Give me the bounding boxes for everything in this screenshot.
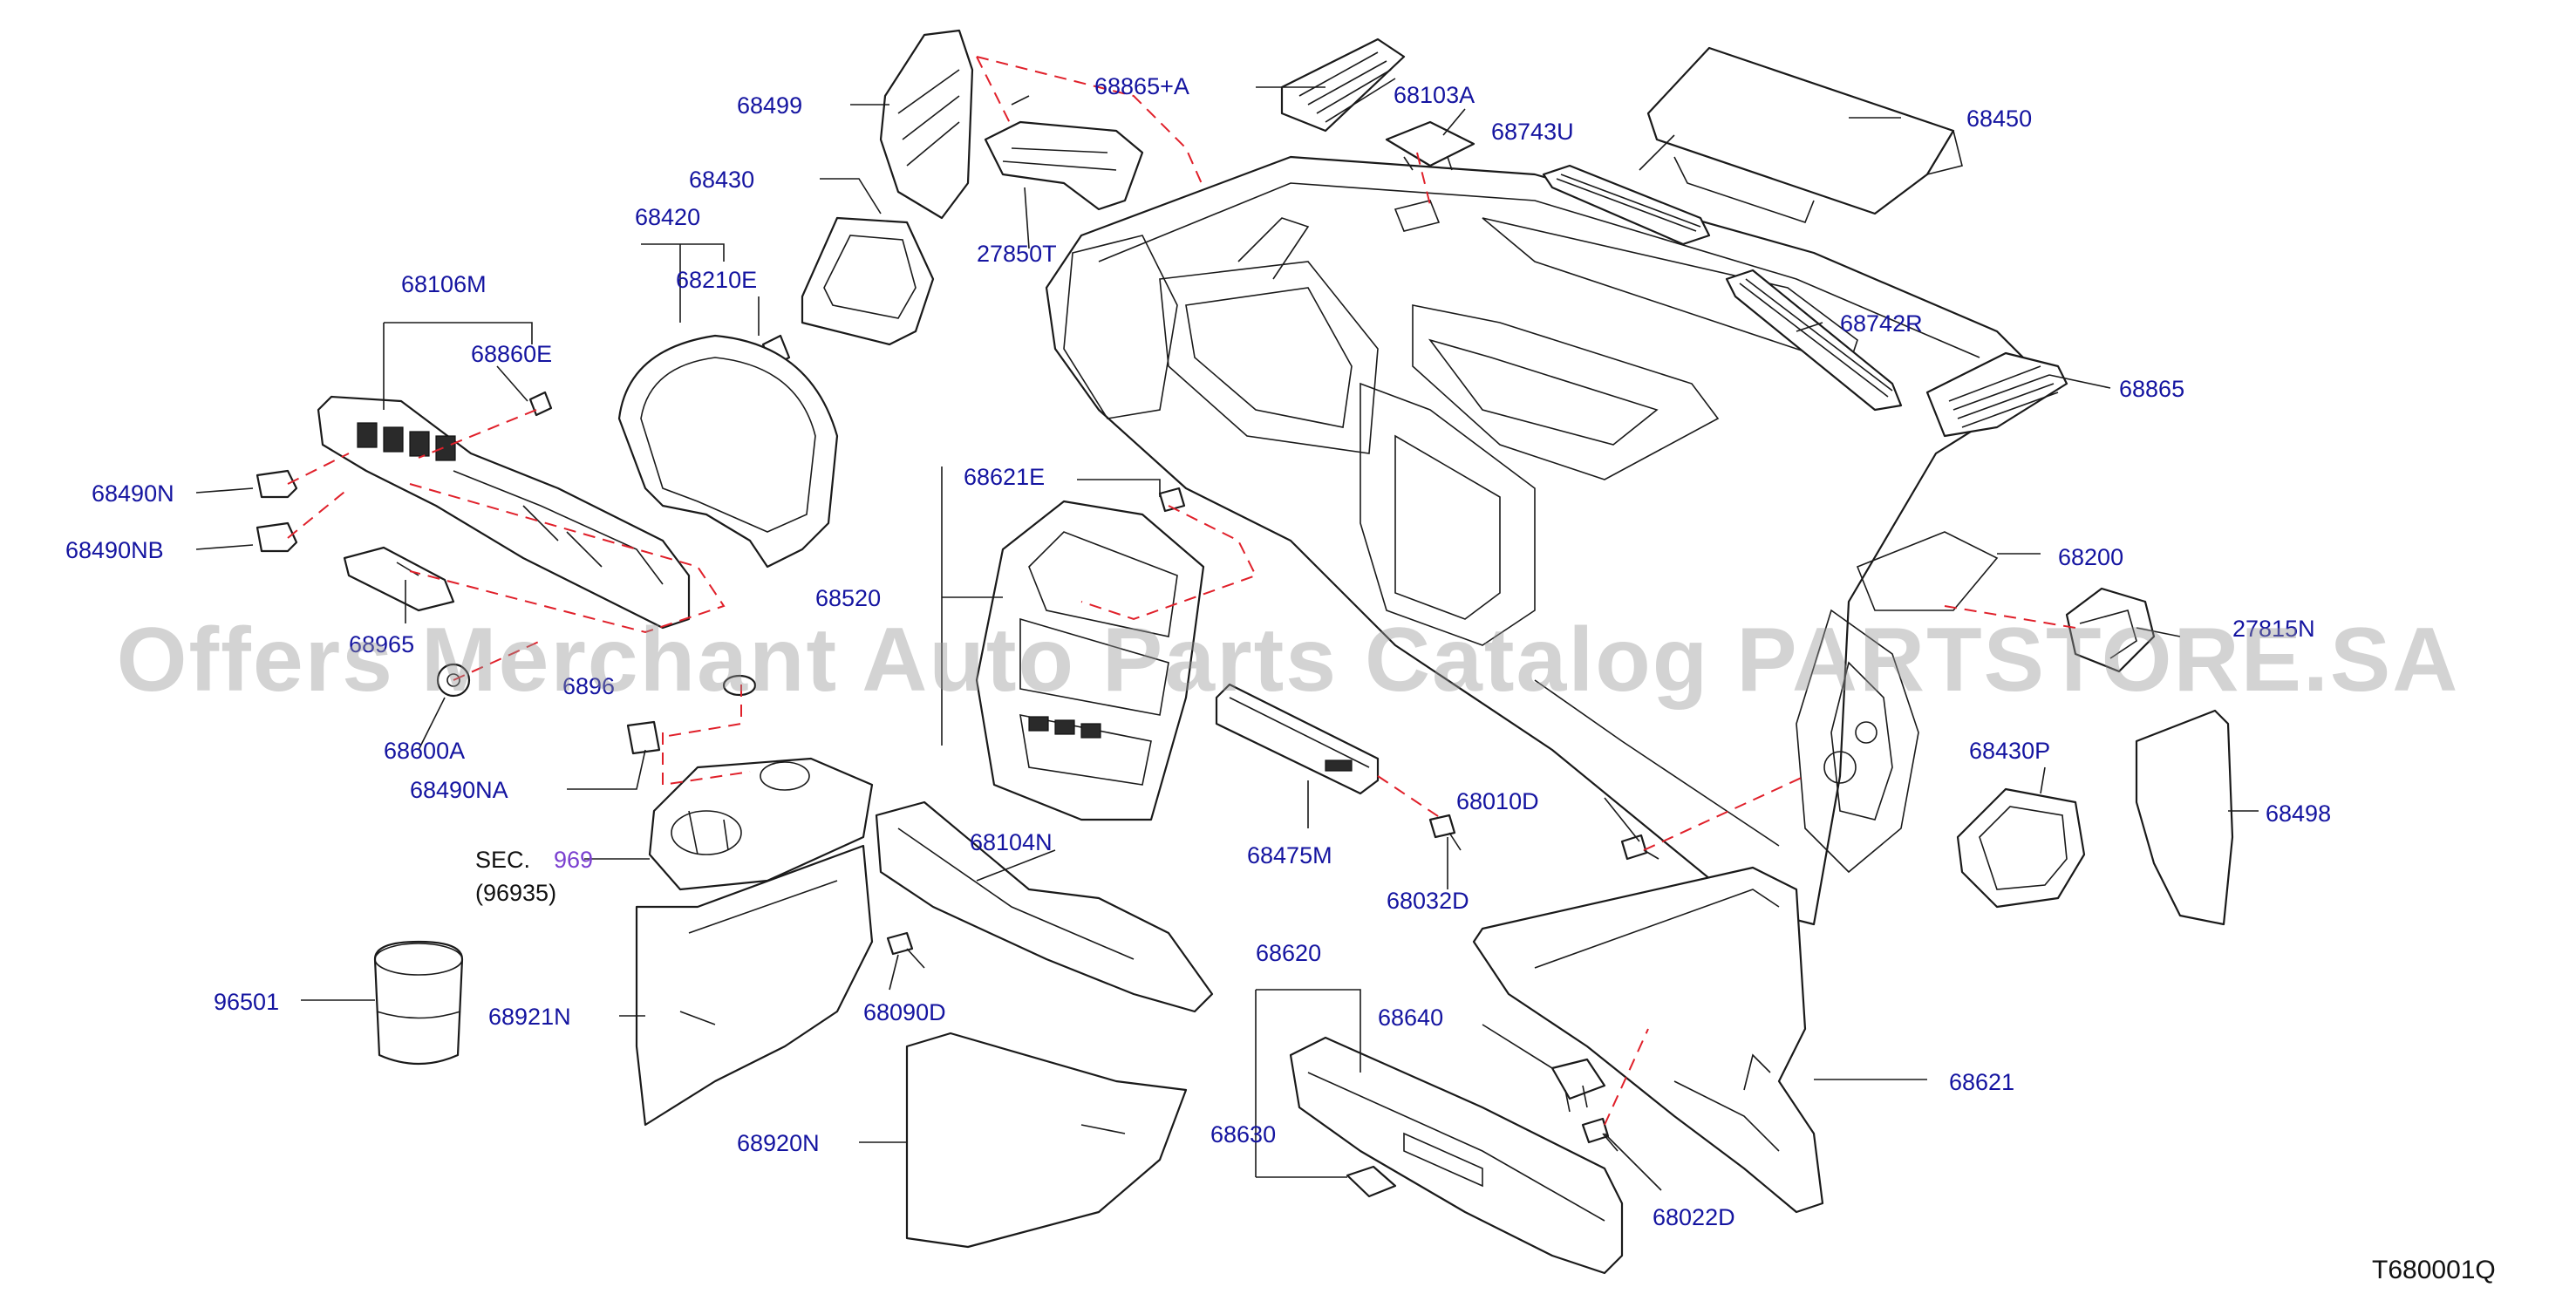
center-trim-68520: [975, 500, 1205, 821]
latch-68640: [1550, 1058, 1606, 1113]
cap-68490NA: [626, 720, 661, 755]
vent-grille-68865: [1925, 351, 2068, 438]
label-68621: 68621: [1949, 1069, 2014, 1095]
instrument-panel-68200: [1045, 155, 2034, 926]
label-68620: 68620: [1256, 940, 1321, 966]
diagram-code: T680001Q: [2372, 1256, 2496, 1284]
vent-strip-68742R: [1725, 269, 1903, 412]
label-68010D: 68010D: [1456, 788, 1539, 814]
label-68032D: 68032D: [1387, 888, 1469, 914]
part-6896: [722, 674, 757, 697]
label-68103A: 68103A: [1394, 82, 1475, 108]
side-panel-68499: [879, 29, 974, 220]
label-68106M: 68106M: [401, 271, 487, 297]
console-96935: [648, 757, 874, 891]
cup-holder-96501: [373, 940, 464, 1066]
label-68520: 68520: [815, 585, 881, 611]
plate-68103A: [1385, 120, 1475, 171]
label-68490NA: 68490NA: [410, 777, 508, 803]
label-68921N: 68921N: [488, 1004, 571, 1030]
cap-68490NB: [256, 521, 298, 553]
label-68640: 68640: [1378, 1005, 1443, 1031]
label-68430P: 68430P: [1969, 738, 2050, 764]
label-68200: 68200: [2058, 544, 2123, 570]
leader-lines: [195, 86, 2259, 1191]
label-68490NB: 68490NB: [65, 537, 164, 563]
label-68430: 68430: [689, 167, 754, 193]
vent-grille-68865A: [1280, 37, 1406, 133]
screw-68022D: [1581, 1117, 1619, 1152]
clip-68621E: [1158, 487, 1186, 513]
label-68490N: 68490N: [92, 480, 174, 507]
part-labels: 68499 68865+A 68103A 68743U 68450 68430 …: [65, 73, 2496, 1284]
label-6896: 6896: [562, 673, 615, 699]
screw-68090D: [886, 931, 925, 969]
vent-frame-68430P: [1956, 787, 2086, 909]
label-68865: 68865: [2119, 376, 2184, 402]
cap-68490N: [256, 469, 298, 499]
label-68450: 68450: [1966, 106, 2032, 132]
bracket-68630: [1346, 1165, 1397, 1198]
label-27815N: 27815N: [2232, 616, 2315, 642]
glovebox-lid-68620: [1289, 1036, 1624, 1275]
assembly-dashed-lines: [287, 56, 2076, 1126]
label-68104N: 68104N: [970, 829, 1053, 855]
label-96501: 96501: [214, 989, 279, 1015]
label-68420: 68420: [635, 204, 700, 230]
label-68600A: 68600A: [384, 738, 465, 764]
label-68630: 68630: [1210, 1121, 1276, 1148]
label-68743U: 68743U: [1491, 119, 1574, 145]
label-68498: 68498: [2266, 800, 2331, 827]
duct-27815N: [2065, 587, 2156, 673]
lower-panel-68920N: [905, 1032, 1188, 1249]
section-ref-sub: (96935): [475, 880, 556, 906]
label-68022D: 68022D: [1653, 1204, 1735, 1230]
label-27850T: 27850T: [977, 241, 1057, 267]
vent-frame-68430: [801, 216, 935, 346]
label-68865A: 68865+A: [1094, 73, 1189, 99]
label-68742R: 68742R: [1840, 310, 1923, 337]
label-68621E: 68621E: [964, 464, 1045, 490]
screw-68010D: [1620, 834, 1659, 861]
finisher-68106M: [317, 395, 691, 630]
label-68475M: 68475M: [1247, 842, 1332, 868]
section-ref-prefix: SEC.: [475, 847, 530, 873]
cluster-hood-68420: [617, 334, 839, 569]
label-68965: 68965: [349, 631, 414, 657]
glovebox-housing-68621: [1472, 866, 1824, 1214]
duct-27850T: [984, 120, 1144, 211]
upper-cover-68450: [1646, 46, 1963, 223]
label-68210E: 68210E: [676, 267, 757, 293]
label-68920N: 68920N: [737, 1130, 820, 1156]
label-68090D: 68090D: [863, 999, 946, 1025]
panel-68498: [2135, 709, 2234, 926]
screw-68032D: [1428, 814, 1462, 851]
vent-strip-68743U: [1542, 164, 1711, 246]
side-panel-68921N: [635, 844, 874, 1127]
section-ref-number: 969: [554, 847, 593, 873]
label-68860E: 68860E: [471, 341, 552, 367]
bracket-68104N: [875, 800, 1214, 1013]
label-68499: 68499: [737, 92, 802, 119]
box-68475M: [1215, 683, 1380, 795]
